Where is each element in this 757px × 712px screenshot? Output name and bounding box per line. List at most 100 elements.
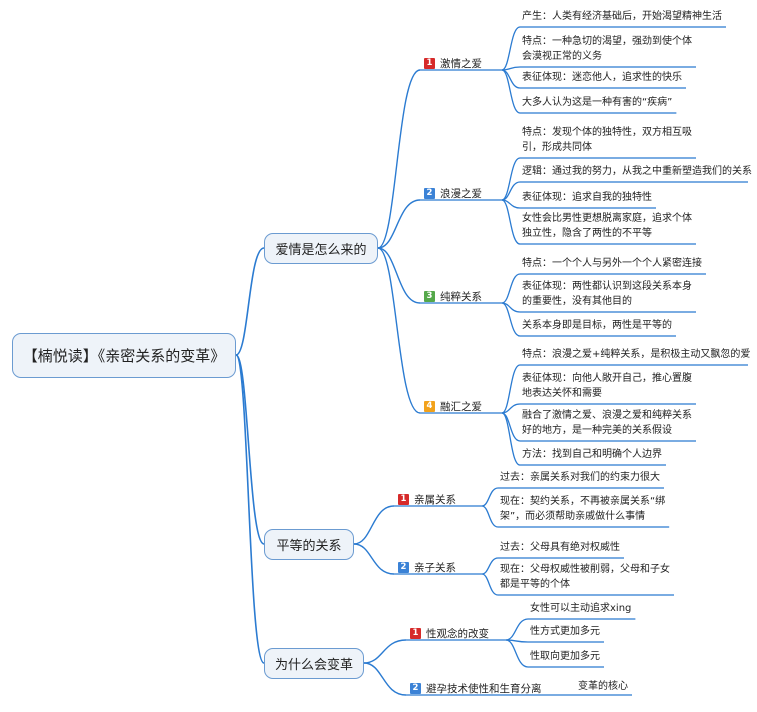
leaf-note-line: 架”，而必须帮助亲戚做什么事情 — [500, 511, 646, 522]
branch-topic-3[interactable]: 为什么会变革 — [264, 648, 364, 679]
connector — [481, 573, 499, 596]
leaf-note[interactable]: 方法：找到自己和明确个人边界 — [522, 447, 662, 462]
leaf-note-line: 表征体现：向他人敞开自己，推心置腹 — [522, 373, 692, 384]
leaf-note[interactable]: 融合了激情之爱、浪漫之爱和纯粹关系好的地方，是一种完美的关系假设 — [522, 408, 692, 438]
leaf-note[interactable]: 变革的核心 — [578, 679, 628, 694]
leaf-note[interactable]: 过去：父母具有绝对权威性 — [500, 540, 620, 555]
subtopic-label: 激情之爱 — [440, 58, 482, 70]
leaf-note[interactable]: 产生：人类有经济基础后，开始渴望精神生活 — [522, 9, 722, 24]
leaf-note-line: 产生：人类有经济基础后，开始渴望精神生活 — [522, 11, 722, 22]
connector — [353, 543, 395, 575]
leaf-note[interactable]: 性方式更加多元 — [530, 624, 600, 639]
connector — [363, 639, 407, 664]
leaf-note-line: 现在：父母权威性被削弱，父母和子女 — [500, 564, 670, 575]
subtopic-label: 避孕技术使性和生育分离 — [426, 683, 542, 695]
connector — [501, 69, 521, 114]
leaf-note-line: 性取向更加多元 — [530, 651, 600, 662]
leaf-note-line: 过去：亲属关系对我们的约束力很大 — [500, 472, 660, 483]
connector — [235, 354, 265, 664]
leaf-note-line: 女性会比男性更想脱离家庭，追求个体 — [522, 213, 692, 224]
leaf-note[interactable]: 表征体现：迷恋他人，追求性的快乐 — [522, 70, 682, 85]
leaf-note[interactable]: 特点：发现个体的独特性，双方相互吸引，形成共同体 — [522, 125, 692, 155]
connector — [501, 403, 521, 414]
connector — [377, 247, 421, 304]
leaf-note[interactable]: 大多人认为这是一种有害的“疾病” — [522, 95, 672, 110]
leaf-note[interactable]: 关系本身即是目标，两性是平等的 — [522, 318, 672, 333]
leaf-note-line: 融合了激情之爱、浪漫之爱和纯粹关系 — [522, 410, 692, 421]
leaf-note-line: 关系本身即是目标，两性是平等的 — [522, 320, 672, 331]
leaf-note-line: 特点：发现个体的独特性，双方相互吸 — [522, 127, 692, 138]
leaf-note[interactable]: 特点：一种急切的渴望，强劲到使个体会漠视正常的义务 — [522, 34, 692, 64]
subtopic-label: 亲子关系 — [414, 562, 456, 574]
connector — [481, 487, 499, 507]
connector — [501, 181, 521, 201]
connector — [363, 662, 407, 696]
number-badge-icon: 2 — [424, 188, 435, 199]
leaf-note-line: 特点：浪漫之爱+纯粹关系，是积极主动又飘忽的爱 — [522, 349, 751, 360]
connector — [501, 26, 521, 71]
leaf-note-line: 引，形成共同体 — [522, 142, 592, 153]
leaf-note[interactable]: 特点：一个个人与另外一个个人紧密连接 — [522, 256, 702, 271]
leaf-note-line: 好的地方，是一种完美的关系假设 — [522, 425, 672, 436]
connector — [481, 557, 499, 575]
leaf-note-line: 地表达关怀和需要 — [522, 388, 602, 399]
branch-topic-label: 爱情是怎么来的 — [275, 243, 367, 258]
leaf-note[interactable]: 女性会比男性更想脱离家庭，追求个体独立性，隐含了两性的不平等 — [522, 211, 692, 241]
connector — [501, 157, 521, 201]
root-topic[interactable]: 【楠悦读】《亲密关系的变革》 — [12, 333, 236, 378]
number-badge-icon: 4 — [424, 401, 435, 412]
connector — [501, 199, 521, 245]
number-badge-icon: 1 — [410, 628, 421, 639]
leaf-note[interactable]: 现在：父母权威性被削弱，父母和子女都是平等的个体 — [500, 562, 670, 592]
leaf-note[interactable]: 现在：契约关系，不再被亲属关系“绑架”，而必须帮助亲戚做什么事情 — [500, 494, 665, 524]
leaf-note[interactable]: 逻辑：通过我的努力，从我之中重新塑造我们的关系 — [522, 164, 752, 179]
leaf-note-line: 方法：找到自己和明确个人边界 — [522, 449, 662, 460]
connector — [501, 364, 521, 414]
connector — [377, 247, 421, 414]
leaf-note-line: 会漠视正常的义务 — [522, 51, 602, 62]
branch-topic-1[interactable]: 爱情是怎么来的 — [264, 233, 378, 264]
leaf-note[interactable]: 表征体现：追求自我的独特性 — [522, 190, 652, 205]
branch-topic-2[interactable]: 平等的关系 — [264, 529, 354, 560]
subtopic-1-1[interactable]: 1 激情之爱 — [424, 57, 482, 70]
leaf-note[interactable]: 表征体现：两性都认识到这段关系本身的重要性，没有其他目的 — [522, 279, 692, 309]
branch-topic-label: 为什么会变革 — [274, 658, 353, 673]
leaf-note-line: 的重要性，没有其他目的 — [522, 296, 632, 307]
leaf-note[interactable]: 特点：浪漫之爱+纯粹关系，是积极主动又飘忽的爱 — [522, 347, 750, 362]
leaf-note-line: 变革的核心 — [578, 681, 628, 692]
leaf-note[interactable]: 过去：亲属关系对我们的约束力很大 — [500, 470, 660, 485]
leaf-note-line: 女性可以主动追求xing — [530, 603, 632, 614]
subtopic-label: 亲属关系 — [414, 494, 456, 506]
leaf-note-line: 独立性，隐含了两性的不平等 — [522, 228, 652, 239]
leaf-note-line: 都是平等的个体 — [500, 579, 570, 590]
leaf-note-line: 现在：契约关系，不再被亲属关系“绑 — [500, 496, 666, 507]
leaf-note-line: 过去：父母具有绝对权威性 — [500, 542, 620, 553]
subtopic-1-4[interactable]: 4 融汇之爱 — [424, 400, 482, 413]
leaf-note-line: 大多人认为这是一种有害的“疾病” — [522, 97, 673, 108]
leaf-note-line: 性方式更加多元 — [530, 626, 600, 637]
connector — [481, 505, 499, 528]
connector — [235, 354, 265, 545]
leaf-note-line: 逻辑：通过我的努力，从我之中重新塑造我们的关系 — [522, 166, 752, 177]
connector — [353, 505, 395, 545]
leaf-note[interactable]: 性取向更加多元 — [530, 649, 600, 664]
connector — [505, 639, 529, 668]
connector — [235, 247, 265, 356]
leaf-note-line: 特点：一种急切的渴望，强劲到使个体 — [522, 36, 692, 47]
leaf-note[interactable]: 表征体现：向他人敞开自己，推心置腹地表达关怀和需要 — [522, 371, 692, 401]
number-badge-icon: 1 — [398, 494, 409, 505]
branch-topic-label: 平等的关系 — [276, 539, 342, 554]
number-badge-icon: 1 — [424, 58, 435, 69]
subtopic-label: 融汇之爱 — [440, 401, 482, 413]
connector — [377, 199, 421, 249]
leaf-note-line: 特点：一个个人与另外一个个人紧密连接 — [522, 258, 702, 269]
connector — [505, 618, 529, 641]
leaf-note[interactable]: 女性可以主动追求xing — [530, 601, 631, 616]
subtopic-2-1[interactable]: 1 亲属关系 — [398, 493, 456, 506]
